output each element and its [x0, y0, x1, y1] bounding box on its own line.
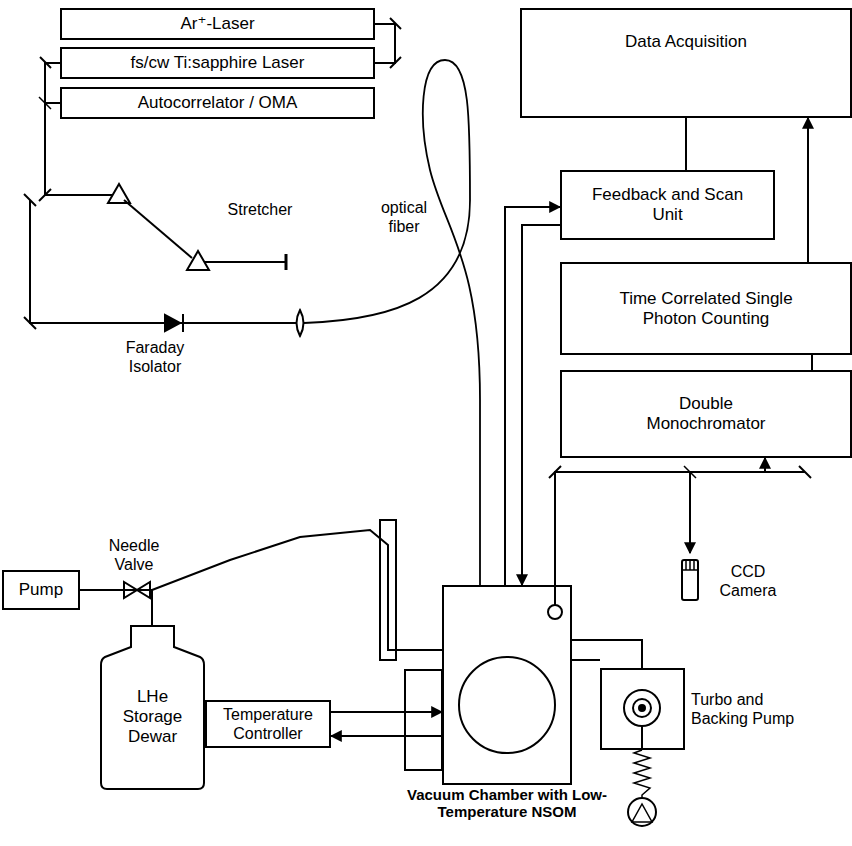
ccd-camera	[685, 560, 687, 570]
controller-box: Temperature Controller	[205, 700, 331, 748]
label-holder: Stretcher	[215, 200, 305, 219]
label-holder: optical fiber	[378, 198, 430, 236]
connector	[152, 530, 442, 650]
label-holder: CCD Camera	[708, 562, 788, 600]
connector	[80, 590, 152, 625]
label-holder: Faraday Isolator	[115, 338, 195, 376]
ccd-camera	[682, 560, 698, 600]
annotation-label: CCD Camera	[708, 562, 788, 600]
turbo-pump-box: Turbo and Backing Pump	[600, 668, 685, 750]
process-box: Double Monochromator	[560, 370, 852, 458]
connector	[505, 207, 560, 585]
ccd-camera	[689, 560, 691, 570]
connector	[811, 355, 813, 370]
node-label: Double Monochromator	[631, 394, 781, 434]
mirror	[39, 189, 51, 201]
bellows	[634, 750, 650, 798]
chamber-window	[459, 657, 555, 753]
view-port	[548, 605, 562, 619]
instrument-box: Autocorrelator / OMA	[60, 87, 375, 119]
connector	[375, 24, 395, 63]
node-label: LHe Storage Dewar	[110, 687, 195, 747]
turbo-pump-symbol	[624, 690, 660, 726]
pickoff-mirror	[24, 194, 36, 206]
connector	[331, 735, 442, 737]
backing-pump-symbol	[632, 804, 652, 822]
node-label: Temperature Controller	[212, 705, 324, 743]
cold-flange	[405, 670, 442, 770]
node-label: fs/cw Ti:sapphire Laser	[131, 53, 305, 73]
process-box: Data Acquisition	[520, 8, 852, 118]
pump-pipe	[641, 726, 643, 750]
connector	[807, 118, 809, 262]
laser-beam	[30, 200, 296, 323]
laser-beam	[124, 200, 192, 258]
connector	[685, 118, 687, 170]
dewar-vessel: LHe Storage Dewar	[100, 625, 205, 790]
annotation-label: optical fiber	[378, 198, 430, 236]
node-label: Ar⁺-Laser	[180, 14, 254, 34]
node-label: Autocorrelator / OMA	[138, 93, 298, 113]
connector	[331, 711, 442, 713]
ccd-camera	[693, 560, 695, 570]
light-path	[689, 472, 691, 553]
vacuum-chamber: Vacuum Chamber with Low-Temperature NSOM	[442, 585, 572, 785]
process-box: Time Correlated Single Photon Counting	[560, 262, 852, 355]
annotation-label: Faraday Isolator	[115, 338, 195, 376]
mirror	[799, 466, 811, 478]
pump-pipe	[572, 659, 600, 661]
laser-box: fs/cw Ti:sapphire Laser	[60, 47, 375, 79]
node-label: Data Acquisition	[625, 32, 747, 52]
mirror	[24, 317, 36, 329]
optical-fiber	[304, 60, 480, 585]
annotation-label: Stretcher	[215, 200, 305, 219]
prism	[187, 251, 209, 270]
connector	[45, 63, 60, 103]
process-box: Feedback and Scan Unit	[560, 170, 775, 240]
laser-beam	[204, 261, 285, 263]
dewar-outline	[101, 626, 204, 789]
backing-pump-symbol	[628, 798, 656, 826]
node-label: Time Correlated Single Photon Counting	[601, 289, 811, 329]
turbo-pump-symbol	[639, 705, 645, 711]
light-path	[765, 471, 805, 473]
node-label: Vacuum Chamber with Low-Temperature NSOM	[402, 786, 612, 820]
turbo-pump-symbol	[633, 699, 651, 717]
isolator-symbol	[182, 314, 184, 332]
connector	[572, 640, 642, 668]
pump-box: Pump	[2, 570, 80, 610]
isolator-symbol	[165, 315, 180, 331]
node-label: Pump	[19, 580, 63, 600]
laser-box: Ar⁺-Laser	[60, 8, 375, 40]
end-mirror	[285, 254, 288, 270]
node-label: Turbo and Backing Pump	[691, 690, 816, 728]
node-label: Feedback and Scan Unit	[583, 185, 753, 225]
prism	[108, 184, 130, 203]
light-path	[554, 587, 556, 605]
label-holder: Needle Valve	[98, 536, 170, 574]
coupling-lens	[297, 310, 304, 336]
annotation-label: Needle Valve	[98, 536, 170, 574]
